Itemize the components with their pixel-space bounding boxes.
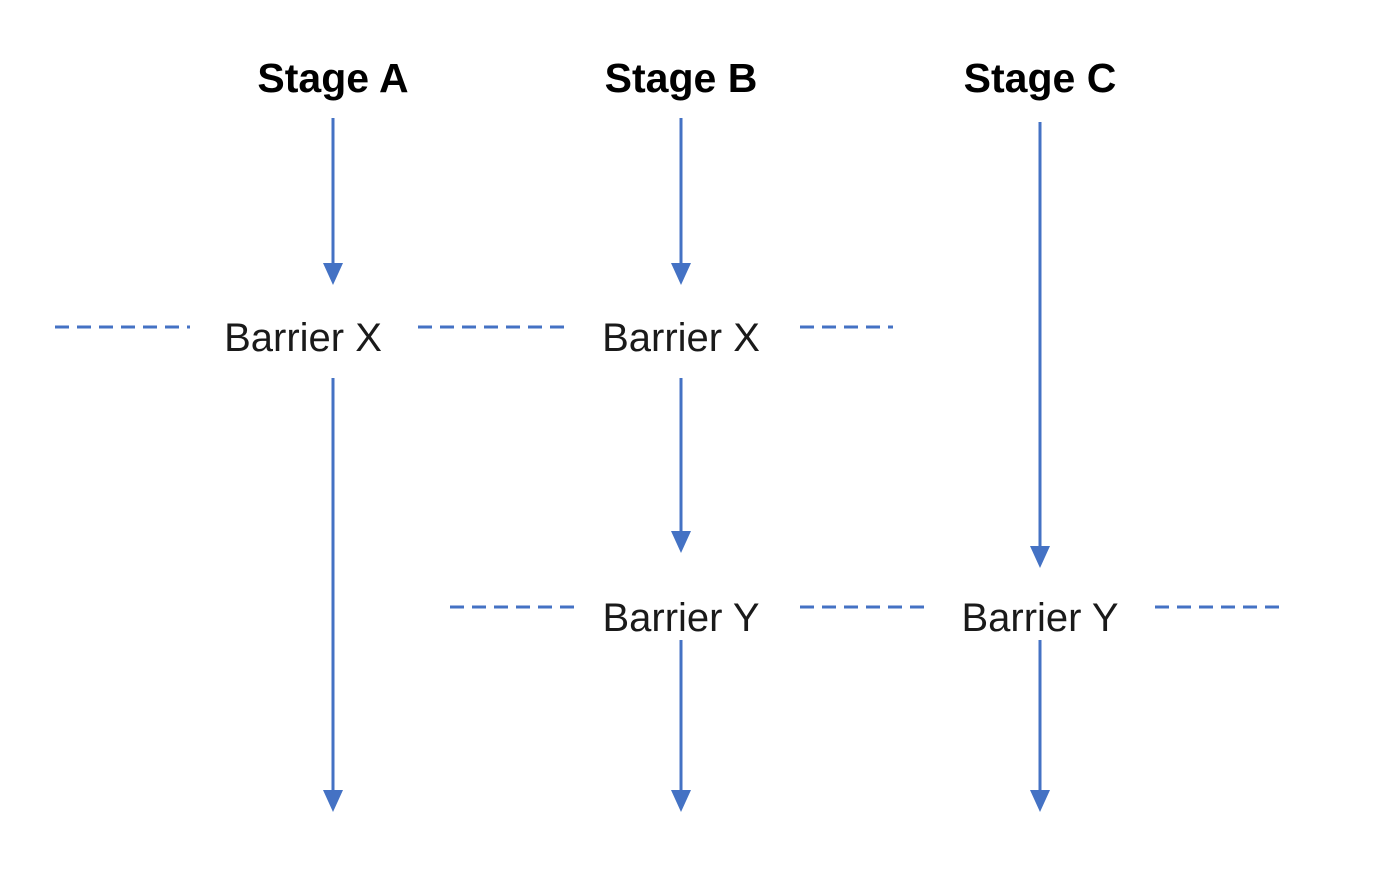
barrier-node-x-stage-a: Barrier X	[196, 297, 411, 360]
arrowhead	[1030, 790, 1050, 812]
stage-header-b: Stage B	[605, 55, 758, 101]
arrowhead	[671, 263, 691, 285]
arrow-stage-b-to-barrier-x	[671, 118, 691, 285]
arrow-barrier-y-b-to-end	[671, 640, 691, 812]
arrowhead	[323, 790, 343, 812]
barrier-node-y-stage-b: Barrier Y	[580, 577, 783, 640]
dashed-links-group	[55, 325, 1285, 609]
arrow-stage-a-to-barrier-x	[323, 118, 343, 285]
barrier-node-y-stage-c: Barrier Y	[939, 577, 1142, 640]
arrows-group	[323, 118, 1050, 812]
barrier-labels-group: Barrier X Barrier X Barrier Y Barrier Y	[196, 297, 1142, 640]
stage-header-a: Stage A	[257, 55, 408, 101]
stage-headers-group: Stage A Stage B Stage C	[257, 55, 1116, 101]
arrowhead	[1030, 546, 1050, 568]
label-backdrop	[580, 577, 783, 631]
arrow-barrier-x-b-to-barrier-y	[671, 378, 691, 553]
arrowhead	[323, 263, 343, 285]
stage-header-c: Stage C	[964, 55, 1117, 101]
label-backdrop	[939, 577, 1142, 631]
barrier-label-y-stage-c: Barrier Y	[961, 596, 1118, 640]
arrow-stage-c-to-barrier-y	[1030, 122, 1050, 568]
label-backdrop	[196, 297, 411, 351]
arrowhead	[671, 531, 691, 553]
arrow-barrier-x-a-to-end	[323, 378, 343, 812]
barrier-node-x-stage-b: Barrier X	[574, 297, 789, 360]
barrier-label-x-stage-a: Barrier X	[224, 316, 382, 360]
arrowhead	[671, 790, 691, 812]
barrier-label-y-stage-b: Barrier Y	[602, 596, 759, 640]
label-backdrop	[574, 297, 789, 351]
barrier-label-x-stage-b: Barrier X	[602, 316, 760, 360]
arrow-barrier-y-c-to-end	[1030, 640, 1050, 812]
